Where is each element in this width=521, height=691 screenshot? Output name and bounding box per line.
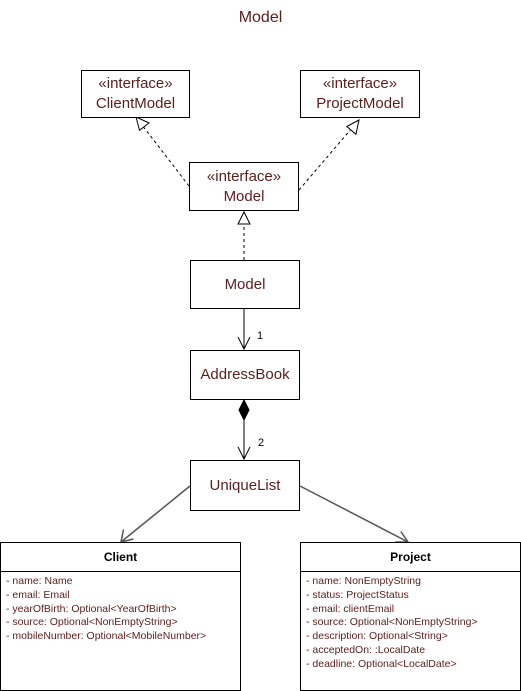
clientmodel-interface-box: «interface» ClientModel: [81, 70, 190, 118]
projectmodel-stereotype: «interface»: [322, 75, 398, 92]
realization-model-to-projectmodel: [298, 119, 360, 191]
clientmodel-stereotype: «interface»: [98, 75, 173, 92]
association-uniquelist-to-project: [299, 485, 410, 543]
multiplicity-addressbook-uniquelist: 2: [258, 437, 265, 449]
project-attribute-list: - name: NonEmptyString - status: Project…: [301, 572, 520, 672]
association-uniquelist-to-client: [120, 485, 191, 544]
project-class-name: Project: [301, 543, 520, 572]
model-class-box: Model: [190, 260, 300, 309]
uniquelist-name: UniqueList: [209, 476, 281, 494]
project-attribute: - status: ProjectStatus: [306, 588, 409, 601]
project-attribute: - acceptedOn: :LocalDate: [306, 643, 426, 656]
realization-modelclass-to-model: [237, 210, 251, 260]
project-attribute: - deadline: Optional<LocalDate>: [306, 657, 457, 670]
client-attribute: - email: Email: [6, 588, 70, 601]
client-attribute: - yearOfBirth: Optional<YearOfBirth>: [6, 602, 177, 615]
model-interface-name: Model: [223, 187, 265, 205]
projectmodel-interface-box: «interface» ProjectModel: [300, 70, 420, 118]
project-attribute: - source: Optional<NonEmptyString>: [306, 616, 478, 629]
realization-model-to-clientmodel: [135, 116, 190, 187]
model-interface-box: «interface» Model: [189, 162, 299, 211]
client-class-box: Client - name: Name - email: Email - yea…: [0, 542, 241, 691]
project-attribute: - name: NonEmptyString: [306, 575, 421, 587]
projectmodel-name: ProjectModel: [316, 95, 404, 112]
project-attribute: - description: Optional<String>: [306, 630, 448, 643]
multiplicity-model-addressbook: 1: [257, 330, 264, 342]
project-attribute: - email: clientEmail: [306, 602, 395, 615]
client-attribute-list: - name: Name - email: Email - yearOfBirt…: [1, 572, 240, 644]
model-interface-stereotype: «interface»: [206, 167, 282, 185]
client-attribute: - name: Name: [6, 575, 73, 587]
client-attribute: - source: Optional<NonEmptyString>: [6, 616, 178, 629]
composition-addressbook-to-uniquelist: [237, 398, 251, 461]
association-model-to-addressbook: [237, 309, 251, 351]
uniquelist-box: UniqueList: [190, 460, 300, 511]
client-class-name: Client: [1, 543, 240, 572]
model-class-name: Model: [224, 275, 266, 293]
diagram-title: Model: [238, 9, 283, 26]
project-class-box: Project - name: NonEmptyString - status:…: [300, 542, 521, 691]
clientmodel-name: ClientModel: [95, 95, 176, 112]
client-attribute: - mobileNumber: Optional<MobileNumber>: [6, 630, 207, 643]
addressbook-box: AddressBook: [190, 350, 300, 400]
addressbook-name: AddressBook: [200, 366, 290, 383]
